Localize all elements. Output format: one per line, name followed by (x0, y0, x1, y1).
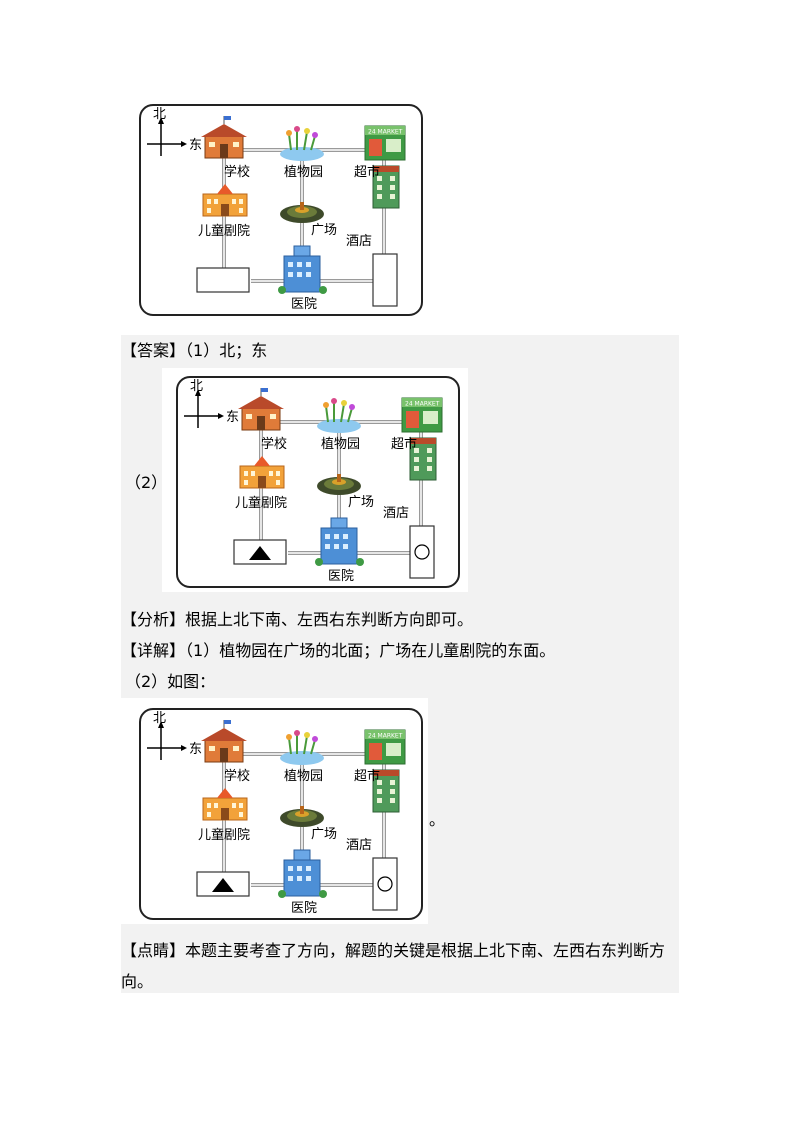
theatre-label: 儿童剧院 (198, 223, 250, 239)
direction-map-answer: 北 东 24 MARKET (176, 376, 460, 588)
circle-icon (377, 876, 393, 892)
hospital-label: 医院 (328, 569, 354, 584)
hospital-icon (278, 245, 327, 294)
school-icon (201, 720, 247, 763)
compass-icon (147, 117, 187, 156)
market-sign-label: 24 MARKET (368, 733, 403, 740)
detail-line: 【详解】（1）植物园在广场的北面；广场在儿童剧院的东面。 (121, 641, 555, 661)
analysis-text: 根据上北下南、左西右东判断方向即可。 (185, 610, 474, 629)
answer-label: 【答案】 (121, 341, 186, 360)
theatre-label: 儿童剧院 (198, 827, 250, 843)
supermarket-icon: 24 MARKET (364, 125, 406, 161)
garden-label: 植物园 (284, 165, 323, 180)
hotel-icon (372, 769, 400, 813)
hotel-label: 酒店 (346, 838, 372, 853)
garden-icon (280, 126, 324, 161)
empty-block-right (372, 253, 398, 307)
supermarket-label: 超市 (354, 164, 380, 180)
analysis-label: 【分析】 (121, 610, 186, 629)
comment-line: 【点睛】本题主要考查了方向，解题的关键是根据上北下南、左西右东判断方 (121, 941, 665, 961)
market-sign-label: 24 MARKET (405, 401, 440, 408)
analysis-line: 【分析】根据上北下南、左西右东判断方向即可。 (121, 610, 473, 630)
hotel-icon (372, 165, 400, 209)
compass-icon (147, 721, 187, 760)
theatre-label: 儿童剧院 (235, 495, 287, 511)
garden-label: 植物园 (321, 437, 360, 452)
school-label: 学校 (224, 768, 250, 784)
compass-icon (184, 389, 224, 428)
compass-east-label: 东 (189, 138, 202, 153)
school-icon (201, 116, 247, 159)
market-sign-label: 24 MARKET (368, 129, 403, 136)
school-label: 学校 (224, 164, 250, 180)
comment-text-line1: 本题主要考查了方向，解题的关键是根据上北下南、左西右东判断方 (185, 941, 666, 960)
plaza-icon (280, 202, 324, 223)
garden-icon (280, 730, 324, 765)
detail-label: 【详解】 (121, 641, 186, 660)
empty-block-left (196, 267, 250, 293)
school-icon (238, 388, 284, 431)
hotel-label: 酒店 (383, 506, 409, 521)
hospital-label: 医院 (291, 297, 317, 312)
compass-north-label: 北 (153, 107, 166, 122)
compass-east-label: 东 (226, 410, 239, 425)
garden-label: 植物园 (284, 769, 323, 784)
garden-icon (317, 398, 361, 433)
triangle-icon (212, 878, 234, 892)
hotel-label: 酒店 (346, 234, 372, 249)
hospital-icon (315, 517, 364, 566)
plaza-icon (280, 806, 324, 827)
circle-icon (414, 544, 430, 560)
theatre-icon (239, 456, 285, 489)
theatre-icon (202, 184, 248, 217)
detail-part2: （2）如图： (125, 672, 216, 691)
detail-part1: （1）植物园在广场的北面；广场在儿童剧院的东面。 (185, 641, 556, 660)
compass-east-label: 东 (189, 742, 202, 757)
compass-north-label: 北 (153, 711, 166, 726)
plaza-label: 广场 (311, 223, 337, 238)
hospital-icon (278, 849, 327, 898)
direction-map-question: 北 东 24 MARKET (139, 104, 423, 316)
supermarket-icon: 24 MARKET (364, 729, 406, 765)
supermarket-icon: 24 MARKET (401, 397, 443, 433)
detail-trailing-mark: 。 (429, 810, 446, 829)
detail-map-frame: 北 东 24 MARKET (121, 698, 428, 924)
answer-line: 【答案】（1）北；东 (121, 341, 267, 361)
answer-part1: （1）北；东 (185, 341, 268, 360)
supermarket-label: 超市 (354, 768, 380, 784)
triangle-icon (249, 546, 271, 560)
direction-map-detail: 北 东 24 MARKET (139, 708, 423, 920)
hotel-icon (409, 437, 437, 481)
comment-label: 【点睛】 (121, 941, 186, 960)
supermarket-label: 超市 (391, 436, 417, 452)
answer-map-frame: 北 东 24 MARKET (162, 368, 468, 592)
comment-text-line2: 向。 (121, 972, 154, 991)
plaza-icon (317, 474, 361, 495)
school-label: 学校 (261, 436, 287, 452)
plaza-label: 广场 (348, 495, 374, 510)
plaza-label: 广场 (311, 827, 337, 842)
theatre-icon (202, 788, 248, 821)
answer-part2-label: （2） (125, 473, 168, 492)
hospital-label: 医院 (291, 901, 317, 916)
compass-north-label: 北 (190, 379, 203, 394)
